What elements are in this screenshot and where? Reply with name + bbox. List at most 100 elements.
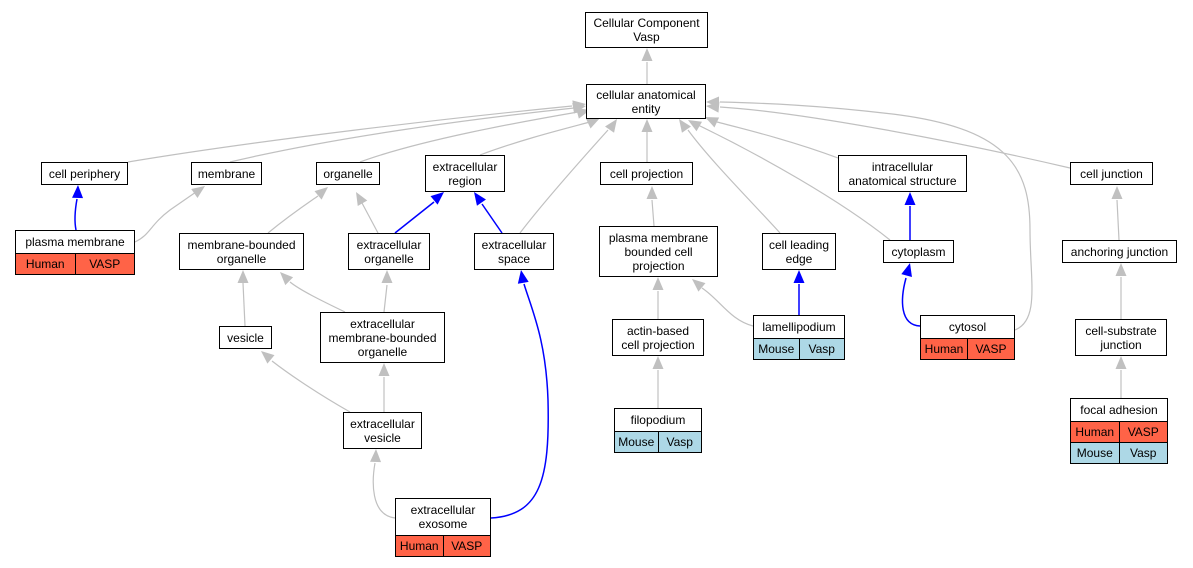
edge-ecmbo-ecorganelle-arrowhead (381, 270, 393, 283)
edge-cytosol (719, 101, 1033, 331)
node-label: actin-based cell projection (621, 323, 695, 352)
node-label: cell-substrate junction (1085, 323, 1157, 352)
gene-cell: Vasp (657, 432, 702, 452)
edge-exosome-ecvesicle (372, 462, 396, 519)
node-cell-leading-edge[interactable]: cell leading edge (762, 233, 836, 270)
edge-ecregion (479, 121, 591, 156)
node-label: extracellular space (481, 237, 547, 266)
node-cell-projection[interactable]: cell projection (600, 162, 693, 185)
edge-intracellular (716, 121, 839, 159)
edge-ecorganelle-organelle (361, 202, 379, 234)
node-label: intracellular anatomical structure (848, 159, 957, 188)
edge-exosome-ecspace (490, 283, 549, 519)
edge-membrane (229, 107, 575, 163)
node-cell-junction[interactable]: cell junction (1070, 162, 1153, 185)
node-label: extracellular region (432, 159, 498, 188)
edge-actin-pmbcp-arrowhead (652, 277, 664, 290)
edge-intracellular-arrowhead (705, 117, 720, 128)
node-label: anchoring junction (1070, 244, 1169, 259)
node-label: membrane (197, 166, 256, 181)
node-label: cell periphery (48, 166, 121, 181)
node-label: extracellular organelle (356, 237, 422, 266)
node-vesicle[interactable]: vesicle (219, 326, 272, 349)
edge-cellproj-arrowhead (641, 119, 653, 132)
node-extracellular-membrane-bounded-organelle[interactable]: extracellular membrane-bounded organelle (320, 312, 445, 363)
edge-cytosol-arrowhead (706, 96, 719, 108)
node-label: extracellular membrane-bounded organelle (328, 316, 437, 359)
species-cell: Human (399, 539, 439, 553)
node-actin-based-cell-projection[interactable]: actin-based cell projection (612, 319, 704, 356)
node-label: extracellular exosome (410, 503, 476, 531)
node-label: cytoplasm (891, 244, 946, 259)
gene-cell: Vasp (798, 339, 845, 359)
edge-lamellipodium-pmbcp-arrowhead (692, 279, 706, 292)
node-label: membrane-bounded organelle (187, 237, 296, 266)
species-cell: Human (1075, 425, 1115, 439)
node-cell-substrate-junction[interactable]: cell-substrate junction (1075, 319, 1167, 356)
edge-cytoplasm-arrowhead (688, 120, 703, 132)
edge-cytoplasm-intracellular-arrowhead (904, 192, 916, 205)
node-extracellular-organelle[interactable]: extracellular organelle (348, 233, 430, 270)
node-label: organelle (323, 166, 373, 181)
gene-cell: VASP (967, 339, 1014, 359)
node-label: extracellular vesicle (350, 416, 415, 445)
edge-membound-organelle (267, 195, 319, 234)
edge-cytoplasm (697, 124, 891, 241)
node-label: plasma membrane bounded cell projection (608, 230, 709, 273)
node-extracellular-vesicle[interactable]: extracellular vesicle (343, 412, 422, 449)
edge-leadingedge (687, 129, 781, 234)
edge-exosome-ecvesicle-arrowhead (370, 449, 382, 463)
edge-vesicle-membound-arrowhead (237, 270, 249, 283)
annotation-row-human: Human VASP (16, 253, 134, 274)
edge-anchoring-celljunction (1116, 199, 1120, 241)
node-cellular-anatomical-entity[interactable]: cellular anatomical entity (586, 84, 706, 119)
gene-cell: VASP (74, 254, 135, 274)
gene-cell: Vasp (1118, 443, 1168, 463)
edge-membound-organelle-arrowhead (314, 187, 328, 200)
edge-leadingedge-arrowhead (679, 119, 691, 133)
species-cell: Human (924, 342, 964, 356)
node-intracellular-anatomical-structure[interactable]: intracellular anatomical structure (838, 155, 967, 192)
node-membrane-bounded-organelle[interactable]: membrane-bounded organelle (179, 233, 304, 270)
node-membrane[interactable]: membrane (191, 162, 262, 185)
gene-cell: VASP (442, 536, 491, 556)
edge-ecregion-arrowhead (585, 118, 600, 129)
node-label: cell leading edge (768, 237, 830, 266)
edge-periphery (127, 105, 573, 163)
node-cytoplasm[interactable]: cytoplasm (883, 240, 954, 263)
node-organelle[interactable]: organelle (316, 162, 380, 185)
node-label: filopodium (630, 413, 686, 427)
edge-cytosol-cytoplasm-arrowhead (901, 263, 912, 277)
node-extracellular-region[interactable]: extracellular region (425, 155, 505, 192)
edge-pmbcp-cellproj-arrowhead (646, 186, 658, 199)
edge-ecspace-arrowhead (605, 119, 617, 133)
edge-plasmamem-periphery-arrowhead (72, 185, 84, 199)
node-label: lamellipodium (762, 320, 836, 334)
species-cell: Mouse (1076, 446, 1113, 460)
node-label: Cellular Component Vasp (593, 16, 700, 44)
node-cell-periphery[interactable]: cell periphery (41, 162, 128, 185)
node-plasma-membrane-bounded-cell-projection[interactable]: plasma membrane bounded cell projection (599, 226, 718, 277)
edge-focal-substrate-arrowhead (1115, 356, 1127, 369)
species-cell: Mouse (618, 435, 655, 449)
node-cellular-component[interactable]: Cellular Component Vasp (585, 12, 708, 48)
node-anchoring-junction[interactable]: anchoring junction (1062, 240, 1177, 263)
edge-ecvesicle-vesicle (271, 360, 351, 413)
species-cell: Human (25, 257, 65, 271)
node-label: cytosol (948, 320, 987, 334)
node-extracellular-space[interactable]: extracellular space (474, 233, 554, 270)
edge-membrane-arrowhead (572, 102, 586, 114)
edge-ecmbo-membound-arrowhead (280, 272, 294, 286)
edge-celljunction (719, 106, 1071, 169)
edge-organelle (359, 111, 579, 163)
edge-substrate-anchoring-arrowhead (1115, 263, 1127, 276)
